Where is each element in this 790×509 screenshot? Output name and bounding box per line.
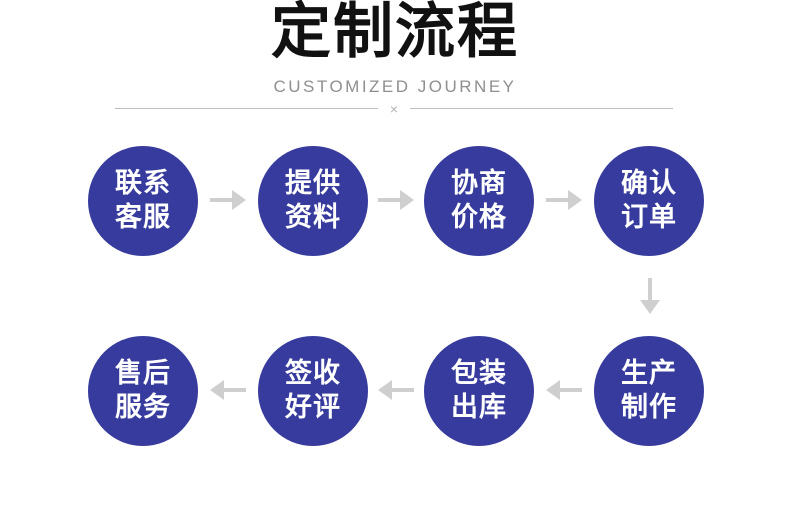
step-circle-pack-and-ship: 包装 出库 <box>424 336 534 446</box>
step-circle-sign-and-review: 签收 好评 <box>258 336 368 446</box>
x-divider-icon: × <box>389 100 399 117</box>
divider-line-left <box>115 108 378 109</box>
arrow-left-icon <box>378 379 414 401</box>
step-circle-negotiate-price: 协商 价格 <box>424 146 534 256</box>
page-title: 定制流程 <box>271 0 519 65</box>
step-circle-confirm-order: 确认 订单 <box>594 146 704 256</box>
section-divider: × <box>115 100 673 117</box>
arrow-right-icon <box>378 189 414 211</box>
arrow-right-icon <box>546 189 582 211</box>
arrow-right-icon <box>210 189 246 211</box>
step-circle-production: 生产 制作 <box>594 336 704 446</box>
step-circle-provide-materials: 提供 资料 <box>258 146 368 256</box>
step-circle-after-sales-service: 售后 服务 <box>88 336 198 446</box>
step-circle-contact-service: 联系 客服 <box>88 146 198 256</box>
arrow-left-icon <box>546 379 582 401</box>
arrow-down-icon <box>639 278 661 314</box>
divider-line-right <box>410 108 673 109</box>
page-subtitle: CUSTOMIZED JOURNEY <box>273 77 517 96</box>
arrow-left-icon <box>210 379 246 401</box>
